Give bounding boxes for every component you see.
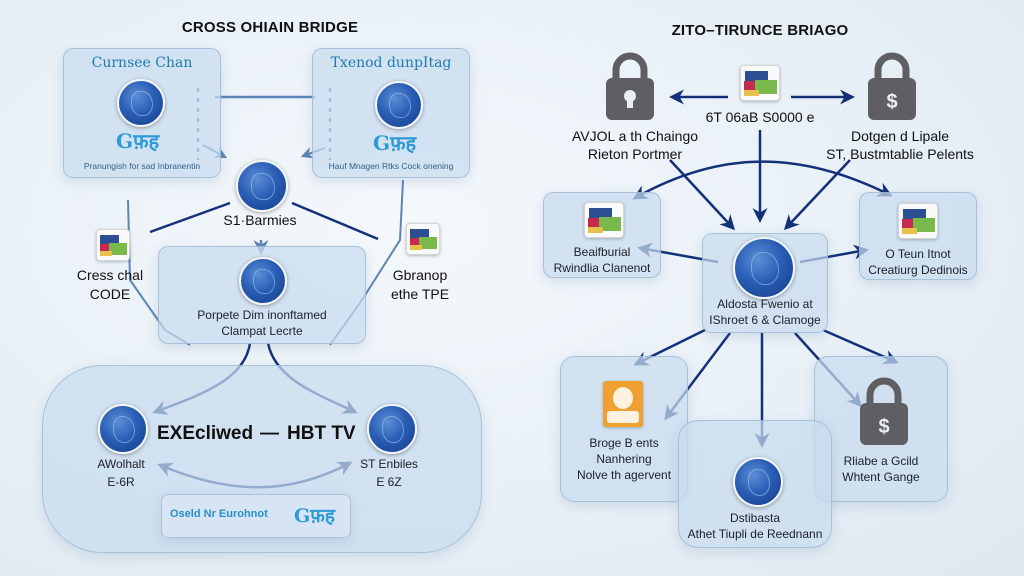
mid-left-line2: Rwindlia Clanenot xyxy=(553,261,651,275)
center-hub-panel[interactable]: Aldosta Fwenio at IShroet 6 & Clamoge xyxy=(702,233,828,333)
side-left-line2: CODE xyxy=(89,286,131,302)
target-chain-panel[interactable]: Txenod dunpItag Gफ़ह Hauf Mnagen Rtks Co… xyxy=(312,48,470,178)
exec-right-coin-icon xyxy=(367,404,417,454)
bottom-right-line2: Whtent Gange xyxy=(842,470,920,484)
bottom-left-line1: Broge B ents xyxy=(589,436,659,450)
mid-right-line2: Creatiurg Dedinois xyxy=(868,263,968,277)
exec-badge-logo-icon: Gफ़ह xyxy=(294,505,335,527)
target-chain-coin-icon xyxy=(375,81,423,129)
source-chain-coin-icon xyxy=(117,79,165,127)
execution-panel[interactable]: EXEcliwed — HBT TV AWolhalt E-6R ST Enbi… xyxy=(42,365,482,553)
source-chain-panel[interactable]: Curnsee Chan Gफ़ह Pranungish for sad Inb… xyxy=(63,48,221,178)
right-wallet-app-icon xyxy=(406,223,440,255)
svg-text:$: $ xyxy=(878,416,889,438)
bottom-right-panel[interactable]: $ Rliabe a Gcild Whtent Gange xyxy=(814,356,948,502)
core-line2: Clampat Lecrte xyxy=(221,324,303,338)
side-right-line1: Gbranop xyxy=(392,267,448,283)
top-right-lock-line1: Dotgen d Lipale xyxy=(850,128,950,144)
bottom-left-line2: Nanhering xyxy=(596,452,652,466)
bottom-left-user-badge-icon xyxy=(603,381,643,427)
mid-right-panel[interactable]: O Teun Itnot Creatiurg Dedinois xyxy=(859,192,977,280)
top-right-lock-line2: ST, Bustmtablie Pelents xyxy=(826,146,974,162)
center-hub-coin-icon xyxy=(733,237,795,299)
mid-left-line1: Beaifburial xyxy=(573,245,631,259)
side-left-line1: Cress chal xyxy=(76,267,144,283)
exec-badge-text: Oseld Nr Eurohnot xyxy=(170,508,268,520)
hub-left-link xyxy=(149,201,231,234)
bottom-right-line1: Rliabe a Gcild xyxy=(843,454,919,468)
exec-heading-right: HBT TV xyxy=(287,423,356,444)
exec-node-left-line1: AWolhalt xyxy=(97,457,145,471)
exec-left-coin-icon xyxy=(98,404,148,454)
source-chain-heading: Curnsee Chan xyxy=(91,55,193,71)
target-chain-heading: Txenod dunpItag xyxy=(330,55,452,71)
top-left-padlock-icon xyxy=(606,52,654,120)
bottom-left-panel[interactable]: Broge B ents Nanhering Nolve th agervent xyxy=(560,356,688,502)
exec-heading-left: EXEcliwed xyxy=(157,423,254,444)
hub-coin-icon[interactable] xyxy=(236,160,288,212)
hub-right-link xyxy=(291,201,379,241)
core-coin-icon xyxy=(239,257,287,305)
center-line1: Aldosta Fwenio at xyxy=(717,297,813,311)
mid-left-panel[interactable]: Beaifburial Rwindlia Clanenot xyxy=(543,192,661,278)
core-line1: Porpete Dim inonftamed xyxy=(197,308,327,322)
bottom-center-coin-icon xyxy=(733,457,783,507)
source-chain-caption: Pranungish for sad Inbranentin xyxy=(83,161,201,171)
top-right-padlock-icon: $ xyxy=(868,52,916,120)
arc-top xyxy=(632,160,893,200)
exec-node-right-line2: E 6Z xyxy=(376,475,402,489)
bottom-right-padlock-icon: $ xyxy=(860,377,908,445)
exec-badge[interactable]: Oseld Nr Eurohnot Gफ़ह xyxy=(161,494,351,538)
left-wallet-app-icon xyxy=(96,229,130,261)
source-chain-logo-icon: Gफ़ह xyxy=(116,129,160,153)
top-center-label: 6T 06aB S0000 e xyxy=(705,109,815,125)
bottom-center-line2: Athet Tiupli de Reednann xyxy=(687,527,823,541)
target-chain-logo-icon: Gफ़ह xyxy=(373,131,417,155)
right-diagram-title: ZITO–TIRUNCE BRIAGO xyxy=(671,22,849,39)
top-left-lock-line1: AVJOL a th Chaingo xyxy=(571,128,699,144)
mid-right-line1: O Teun Itnot xyxy=(885,247,951,261)
target-chain-caption: Hauf Mnagen Rtks Cock onening xyxy=(328,161,454,171)
exec-node-left-line2: E-6R xyxy=(107,475,135,489)
exec-node-right-line1: ST Enbiles xyxy=(360,457,418,471)
bottom-left-line3: Nolve th agervent xyxy=(576,468,672,482)
top-left-lock-line2: Rieton Portmer xyxy=(587,146,683,162)
bottom-center-panel[interactable]: Dstibasta Athet Tiupli de Reednann xyxy=(678,420,832,548)
left-diagram-title: CROSS OHIAIN BRIDGE xyxy=(181,19,359,36)
arrow-lockright-center xyxy=(783,159,851,231)
bottom-center-line1: Dstibasta xyxy=(729,511,781,525)
side-right-line2: ethe TPE xyxy=(390,286,450,302)
hub-label: S1·Barmies xyxy=(223,212,297,228)
mid-left-wallet-app-icon xyxy=(584,202,624,238)
svg-text:$: $ xyxy=(886,91,897,113)
top-center-wallet-app-icon xyxy=(740,65,780,101)
mid-right-wallet-app-icon xyxy=(898,203,938,239)
core-contract-panel[interactable]: Porpete Dim inonftamed Clampat Lecrte xyxy=(158,246,366,344)
exec-dash: — xyxy=(260,423,279,444)
center-line2: IShroet 6 & Clamoge xyxy=(709,313,821,327)
